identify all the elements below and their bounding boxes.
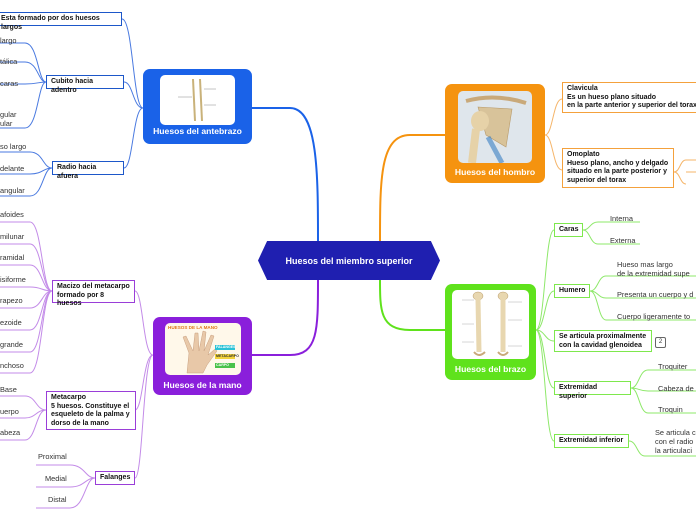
- clavicle-box[interactable]: Clavicula Es un hueso plano situado en l…: [562, 82, 696, 113]
- radius-item[interactable]: delante: [0, 164, 25, 173]
- metacarpus-item[interactable]: Base: [0, 385, 17, 394]
- hand-illustration: [182, 330, 235, 374]
- phalanges-box[interactable]: Falanges: [95, 471, 135, 485]
- phalanges-item[interactable]: Distal: [48, 495, 67, 504]
- carpus-item[interactable]: ezoide: [0, 318, 22, 327]
- radius-item[interactable]: angular: [0, 186, 25, 195]
- metacarpus-box[interactable]: Metacarpo 5 huesos. Constituye el esquel…: [46, 391, 136, 430]
- upper-end-label: Extremidad superior: [559, 384, 598, 400]
- hand-image-title: HUESOS DE LA MANO: [168, 325, 218, 330]
- humerus-item[interactable]: Cuerpo ligeramente to: [617, 312, 691, 321]
- hand-image-tag: METACARPO: [216, 354, 239, 358]
- upper-end-item[interactable]: Troquin: [658, 405, 683, 414]
- forearm-bones-image: [160, 75, 235, 125]
- carpus-item[interactable]: nchoso: [0, 361, 24, 370]
- hand-image-tag: FALANGES: [216, 345, 236, 349]
- arm-node[interactable]: Huesos del brazo: [445, 284, 536, 380]
- humerus-item[interactable]: Presenta un cuerpo y d: [617, 290, 694, 299]
- ulna-item[interactable]: largo: [0, 36, 17, 45]
- articulation-box[interactable]: Se articula proximalmente con la cavidad…: [554, 330, 652, 352]
- carpus-item[interactable]: milunar: [0, 232, 25, 241]
- faces-box[interactable]: Caras: [554, 223, 583, 237]
- lower-end-label: Extremidad inferior: [559, 437, 624, 444]
- hand-bones-image: HUESOS DE LA MANO FALANGES METACARPO CAR…: [165, 323, 241, 375]
- scapula-box[interactable]: Omoplato Hueso plano, ancho y delgado si…: [562, 148, 674, 188]
- forearm-illustration: [178, 78, 216, 122]
- central-topic-label: Huesos del miembro superior: [285, 255, 413, 266]
- upper-end-box[interactable]: Extremidad superior: [554, 381, 631, 400]
- child-count-badge[interactable]: 2: [655, 337, 666, 348]
- radius-label: Radio hacia afuera: [57, 164, 97, 180]
- hand-image-tag: CARPO: [216, 363, 229, 367]
- shoulder-node[interactable]: Huesos del hombro: [445, 84, 545, 183]
- radius-box[interactable]: Radio hacia afuera: [52, 161, 124, 180]
- humerus-label: Humero: [559, 287, 586, 294]
- upper-end-item[interactable]: Troquiter: [658, 362, 688, 371]
- faces-item[interactable]: Interna: [610, 214, 634, 223]
- upper-end-item[interactable]: Cabeza de: [658, 384, 694, 393]
- ulna-label: Cubito hacia adentro: [51, 78, 94, 94]
- arm-illustration: [462, 291, 522, 356]
- shoulder-illustration: [465, 95, 527, 163]
- scapula-label: Omoplato Hueso plano, ancho y delgado si…: [567, 151, 669, 184]
- ulna-item[interactable]: caras: [0, 79, 19, 88]
- carpus-item[interactable]: rapezo: [0, 296, 23, 305]
- ulna-box[interactable]: Cubito hacia adentro: [46, 75, 124, 94]
- faces-label: Caras: [559, 226, 579, 233]
- forearm-node[interactable]: Huesos del antebrazo: [143, 69, 252, 144]
- ulna-item[interactable]: tálica: [0, 57, 18, 66]
- shoulder-bones-image: [458, 91, 532, 163]
- carpus-box[interactable]: Macizo del metacarpo formado por 8 hueso…: [52, 280, 135, 307]
- phalanges-label: Falanges: [100, 474, 131, 481]
- humerus-box[interactable]: Humero: [554, 284, 590, 298]
- carpus-item[interactable]: afoides: [0, 210, 24, 219]
- phalanges-item[interactable]: Medial: [45, 474, 67, 483]
- carpus-item[interactable]: ramidal: [0, 253, 25, 262]
- lower-end-item[interactable]: Se articula c con el radio la articulaci: [655, 428, 696, 455]
- metacarpus-item[interactable]: uerpo: [0, 407, 19, 416]
- lower-end-box[interactable]: Extremidad inferior: [554, 434, 629, 448]
- arm-node-title: Huesos del brazo: [454, 364, 527, 374]
- carpus-item[interactable]: isiforme: [0, 275, 26, 284]
- forearm-top-box-label: Esta formado por dos huesos largos: [1, 15, 100, 31]
- carpus-item[interactable]: grande: [0, 340, 24, 349]
- articulation-label: Se articula proximalmente con la cavidad…: [559, 333, 647, 349]
- arm-bones-image: [452, 290, 529, 359]
- hand-node-title: Huesos de la mano: [163, 380, 242, 390]
- shoulder-node-title: Huesos del hombro: [454, 167, 536, 177]
- hand-node[interactable]: HUESOS DE LA MANO FALANGES METACARPO CAR…: [153, 317, 252, 395]
- metacarpus-item[interactable]: abeza: [0, 428, 21, 437]
- central-topic[interactable]: Huesos del miembro superior: [258, 241, 440, 280]
- humerus-item[interactable]: Hueso mas largo de la extremidad supe: [617, 260, 690, 278]
- phalanges-item[interactable]: Proximal: [38, 452, 67, 461]
- carpus-label: Macizo del metacarpo formado por 8 hueso…: [57, 283, 130, 308]
- faces-item[interactable]: Externa: [610, 236, 636, 245]
- forearm-two-long-bones[interactable]: Esta formado por dos huesos largos: [0, 12, 122, 31]
- radius-item[interactable]: so largo: [0, 142, 27, 151]
- forearm-node-title: Huesos del antebrazo: [153, 126, 242, 136]
- metacarpus-label: Metacarpo 5 huesos. Constituye el esquel…: [51, 394, 130, 427]
- ulna-item[interactable]: gular ular: [0, 110, 17, 128]
- clavicle-label: Clavicula Es un hueso plano situado en l…: [567, 85, 696, 110]
